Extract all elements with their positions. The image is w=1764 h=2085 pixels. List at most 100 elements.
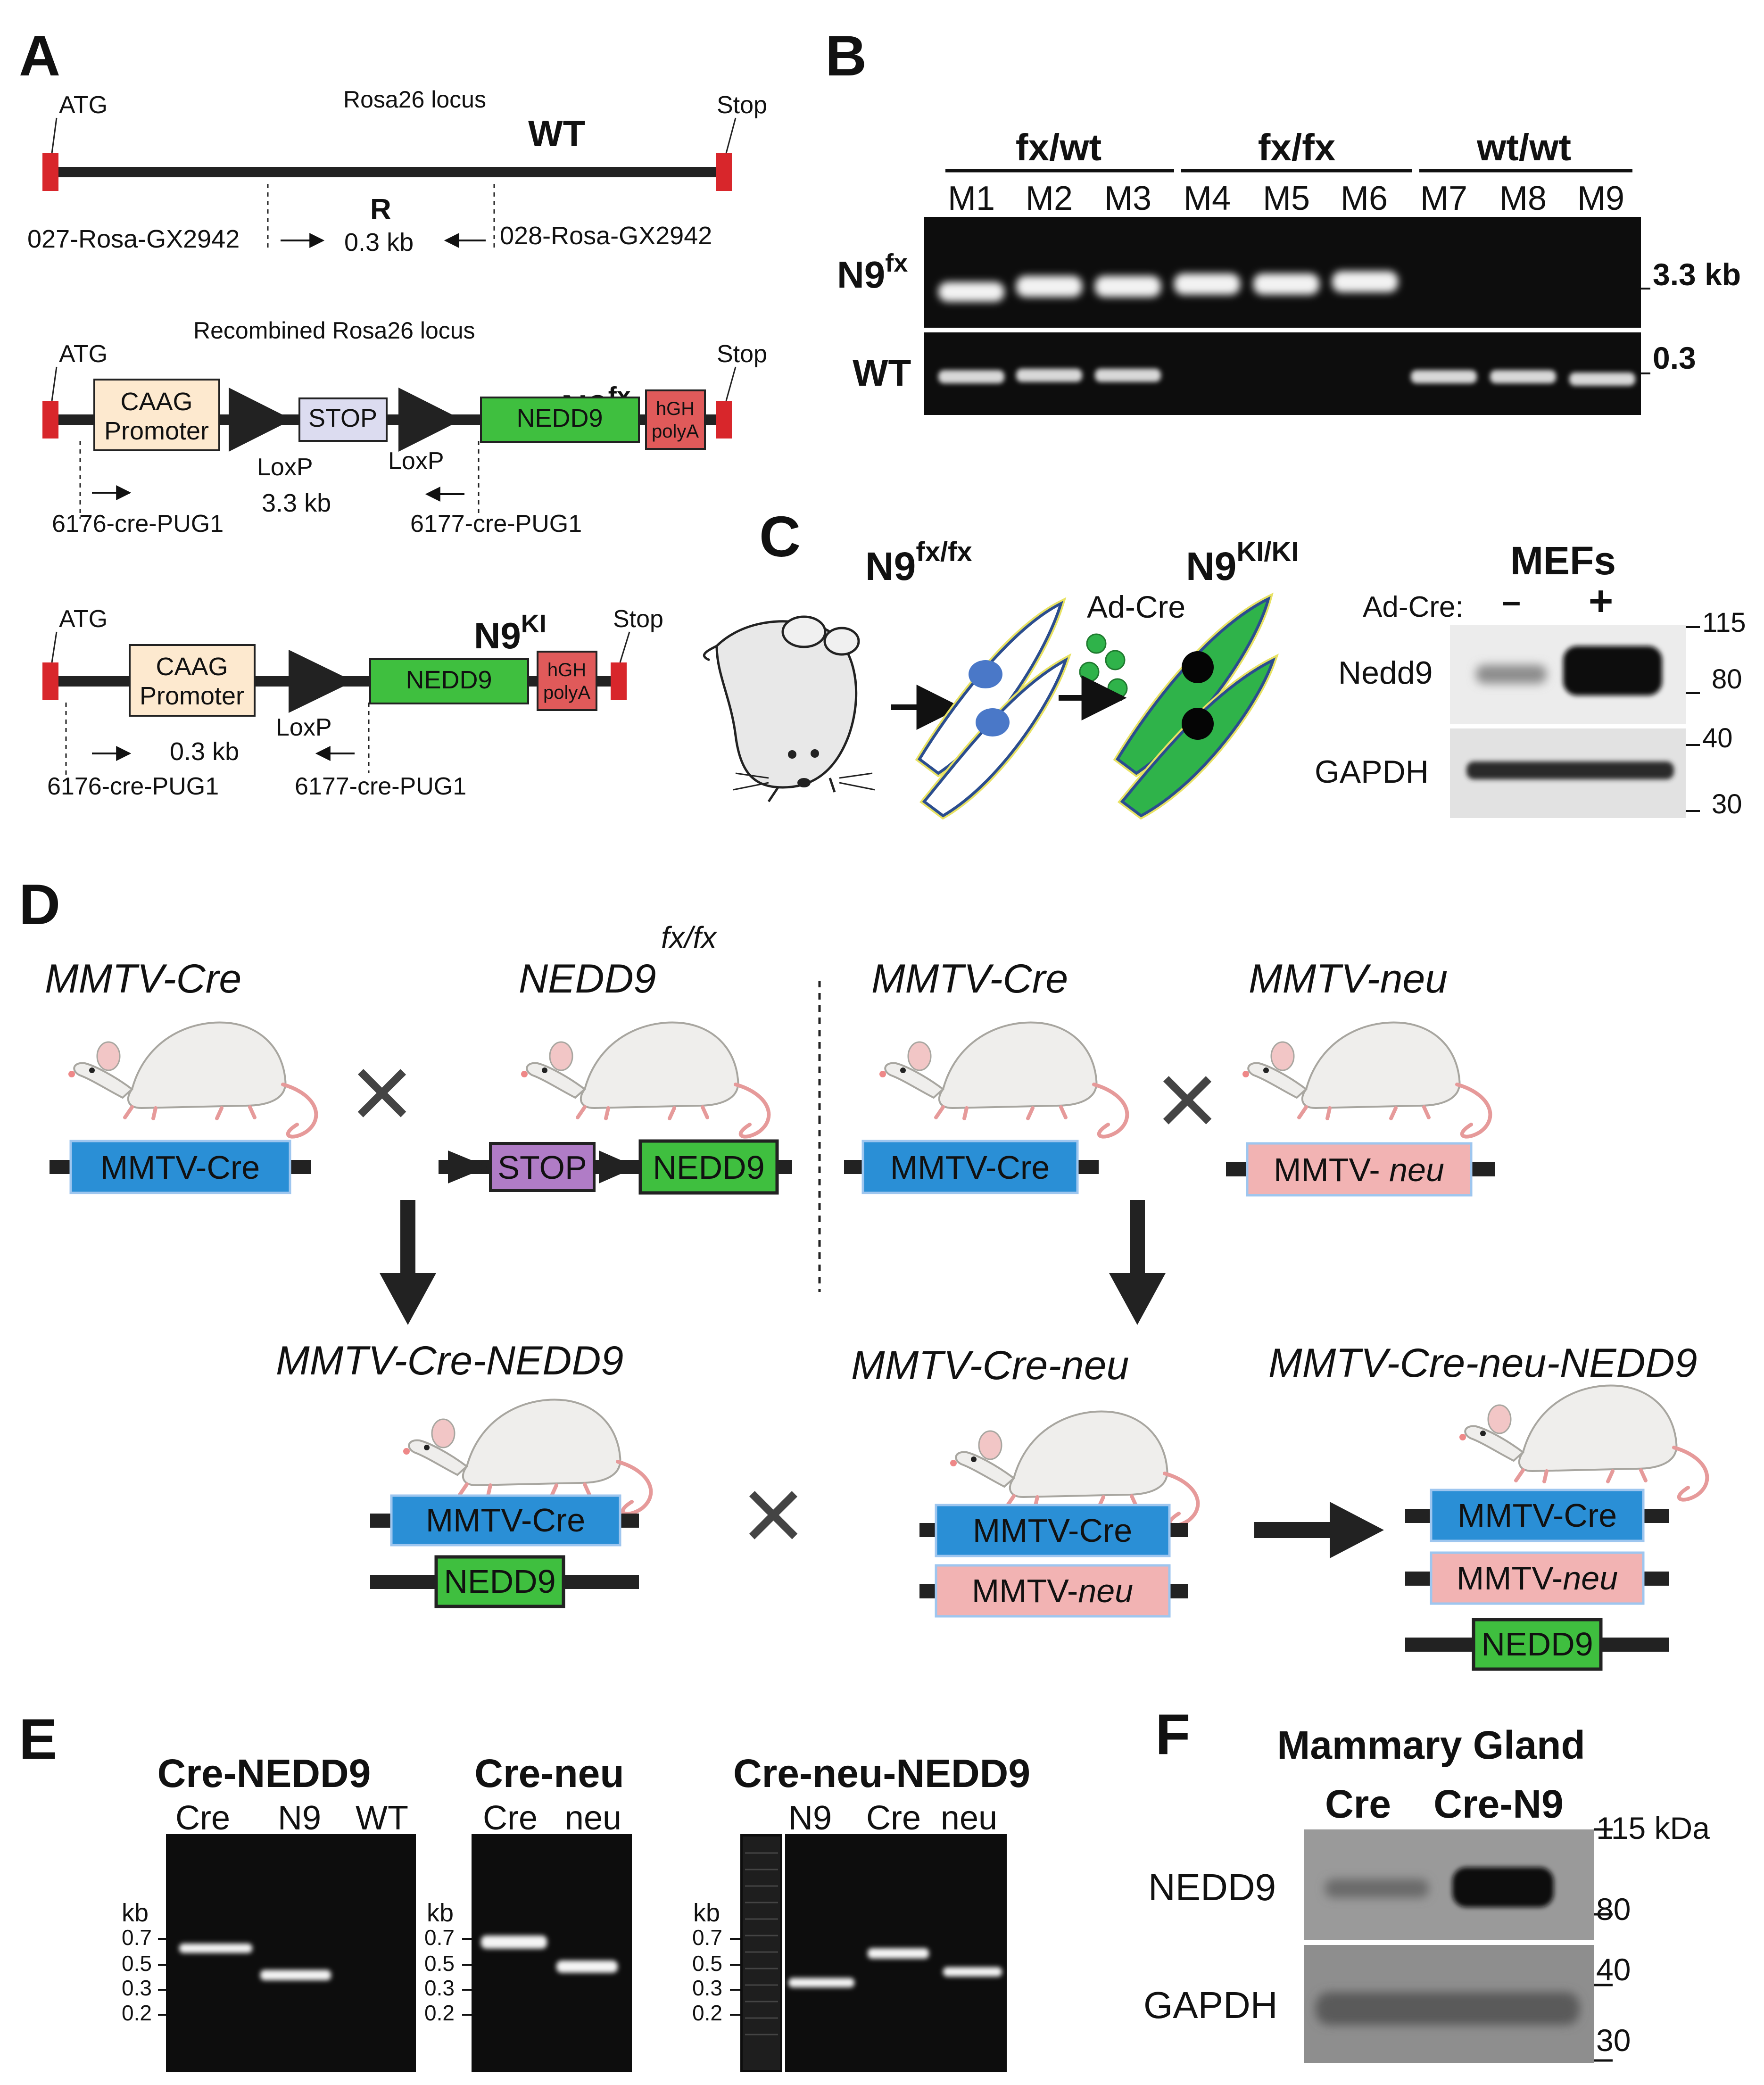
loxp-triangle-3 <box>289 650 354 713</box>
c-gapdh-label: GAPDH <box>1315 754 1429 790</box>
e-lane-cre-1: Cre <box>175 1799 230 1837</box>
panel-d: MMTV-Cre NEDD9 fx/fx MMTV-Cre MMTV-neu ×… <box>45 920 1707 1671</box>
hgh-box-2 <box>537 651 597 711</box>
wt-label: WT <box>528 113 585 154</box>
caag-promoter-box-2 <box>129 644 256 717</box>
fx-cells <box>915 597 1072 820</box>
f-lane-cre-n9: Cre-N9 <box>1433 1782 1563 1826</box>
panel-c-label: C <box>759 505 801 569</box>
d-box-stop <box>489 1142 596 1192</box>
e-gel-1 <box>166 1834 416 2072</box>
c-n9kiki: N9KI/KI <box>1186 537 1299 588</box>
f-kd-80: 80 <box>1596 1892 1631 1927</box>
lane-m1: M1 <box>948 180 995 217</box>
size-03-ki: 0.3 kb <box>170 737 239 766</box>
promoter-text: Promoter <box>104 417 209 445</box>
f-kd-30: 30 <box>1596 2023 1631 2058</box>
polya-text: polyA <box>652 421 699 442</box>
f-gapdh-label: GAPDH <box>1143 1984 1278 2026</box>
lane-m4: M4 <box>1184 180 1231 217</box>
size-33: 3.3 kb <box>262 489 331 517</box>
e-tick-07-2: 0.7 <box>424 1925 455 1950</box>
e-tick-05-1: 0.5 <box>122 1951 152 1976</box>
d-parent-nedd9: NEDD9 <box>519 956 656 1001</box>
cross-3: × <box>742 1453 805 1574</box>
e-lane-n9-3: N9 <box>788 1799 832 1837</box>
cross-1: × <box>350 1031 414 1152</box>
lane-m2: M2 <box>1026 180 1073 217</box>
c-kd-30: 30 <box>1712 789 1742 819</box>
primer-6177-b: 6177-cre-PUG1 <box>295 773 466 800</box>
b-row1-label: N9fx <box>837 249 908 296</box>
e-lane-cre-2: Cre <box>483 1799 538 1837</box>
promoter-text-2: Promoter <box>140 682 244 710</box>
f-lane-cre: Cre <box>1325 1782 1391 1826</box>
r-label: R <box>370 193 391 226</box>
panel-f: Mammary Gland Cre Cre-N9 NEDD9 GAPDH 115… <box>1143 1723 1710 2063</box>
loxp-triangle-2 <box>398 388 462 452</box>
e-lane-neu-3: neu <box>941 1799 997 1837</box>
c-kd-80: 80 <box>1712 664 1742 695</box>
atg-label-2: ATG <box>59 340 108 368</box>
stop-box <box>298 397 388 442</box>
n9ki-label: N9KI <box>474 610 547 656</box>
e-kb-3: kb <box>693 1899 720 1927</box>
c-mefs: MEFs <box>1510 538 1616 583</box>
polya-text-2: polyA <box>543 682 590 703</box>
c-kd-40: 40 <box>1702 723 1733 753</box>
e-lane-n9-1: N9 <box>278 1799 321 1837</box>
primer-6176-b: 6176-cre-PUG1 <box>47 773 219 800</box>
panel-a: ATG Stop Rosa26 locus WT R 027-Rosa-GX29… <box>27 86 767 800</box>
recombined-locus-label: Recombined Rosa26 locus <box>193 317 475 344</box>
group-fxfx: fx/fx <box>1258 126 1336 168</box>
lane-m9: M9 <box>1577 180 1624 217</box>
stop-label-3: Stop <box>613 605 663 633</box>
d-box-nedd9-2 <box>434 1555 565 1608</box>
e-lane-neu-2: neu <box>565 1799 621 1837</box>
d-box-mmtv-neu-3 <box>1430 1551 1645 1605</box>
panel-b-label: B <box>825 24 867 88</box>
d-box-nedd9-3-text: NEDD9 <box>1481 1626 1593 1663</box>
c-kd-115: 115 <box>1702 607 1746 638</box>
ki-cells <box>1113 592 1279 820</box>
mouse-icon <box>703 615 860 803</box>
e-title-3: Cre-neu-NEDD9 <box>733 1751 1030 1795</box>
panel-e-label: E <box>19 1707 57 1771</box>
e-tick-05-2: 0.5 <box>424 1951 455 1976</box>
e-tick-05-3: 0.5 <box>692 1951 722 1976</box>
c-adcre: Ad-Cre <box>1087 589 1185 624</box>
d-parent-mmtv-neu: MMTV-neu <box>1249 956 1448 1001</box>
d-box-mmtv-cre-4 <box>935 1504 1171 1557</box>
panel-d-label: D <box>19 872 60 936</box>
d-box-nedd9-1 <box>638 1139 779 1195</box>
loxp-triangle-1 <box>229 388 292 452</box>
e-title-1: Cre-NEDD9 <box>157 1751 371 1795</box>
panel-c: N9fx/fx N9KI/KI Ad-Cre <box>703 537 1746 820</box>
nedd9-box-text: NEDD9 <box>516 404 603 432</box>
group-wtwt: wt/wt <box>1476 126 1571 168</box>
primer-027: 027-Rosa-GX2942 <box>27 225 240 253</box>
e-lane-wt-1: WT <box>356 1799 408 1837</box>
atg-label: ATG <box>59 91 108 119</box>
d-offspring-cre-neu-nedd9: MMTV-Cre-neu-NEDD9 <box>1268 1340 1697 1386</box>
d-box-nedd9-1-text: NEDD9 <box>653 1149 764 1186</box>
group-fxwt: fx/wt <box>1016 126 1101 168</box>
lane-m3: M3 <box>1104 180 1151 217</box>
primer-028: 028-Rosa-GX2942 <box>500 222 712 250</box>
adenovirus-icons <box>1079 633 1128 699</box>
size-03-wt: 0.3 kb <box>344 228 414 256</box>
d-box-mmtv-cre-2 <box>861 1140 1079 1194</box>
panel-a-label: A <box>19 24 60 88</box>
loxp-label-1: LoxP <box>257 454 313 481</box>
e-tick-03-1: 0.3 <box>122 1976 152 2000</box>
gel-b-bands-top <box>938 271 1398 302</box>
f-title: Mammary Gland <box>1277 1723 1585 1767</box>
d-box-mmtv-cre-3 <box>390 1494 621 1547</box>
loxp-label-3: LoxP <box>276 714 332 741</box>
e-title-2: Cre-neu <box>474 1751 624 1795</box>
gel-b-top <box>924 217 1641 328</box>
c-nedd9-label: Nedd9 <box>1338 655 1433 691</box>
rosa-locus-label: Rosa26 locus <box>343 86 486 113</box>
cross-2: × <box>1156 1038 1219 1159</box>
